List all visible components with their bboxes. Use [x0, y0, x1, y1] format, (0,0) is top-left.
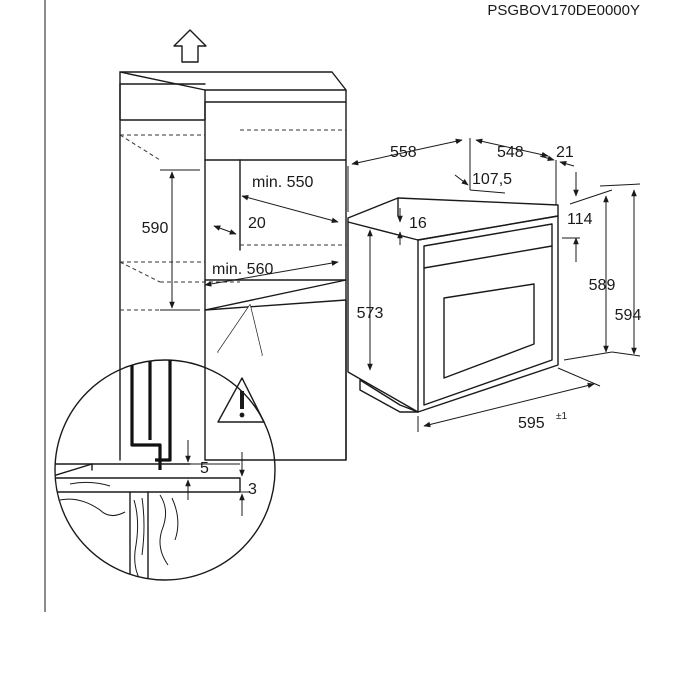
- detail-gap-label: 5: [200, 460, 209, 477]
- oven-width-tolerance: ±1: [556, 411, 567, 422]
- top-gap-label: 16: [409, 215, 427, 232]
- detail-callout: 5 3: [54, 304, 276, 581]
- body-height-label: 573: [357, 305, 384, 322]
- detail-offset-label: 3: [248, 481, 257, 498]
- cabinet-dimensions: 590 min. 550 20 min. 560: [142, 169, 339, 311]
- control-panel-height-label: 114: [567, 211, 593, 228]
- oven-height-total-label: 594: [615, 307, 642, 324]
- oven-dimensions: 558 548 21 107,5 16 114 573 589: [347, 138, 642, 432]
- model-code: PSGBOV170DE0000Y: [487, 2, 640, 19]
- cabinet-gap-label: 20: [248, 215, 266, 232]
- cabinet-min-width-label: min. 550: [252, 174, 313, 191]
- cabinet-height-label: 590: [142, 220, 169, 237]
- up-arrow-icon: [173, 29, 207, 63]
- oven-depth-total-label: 558: [390, 144, 417, 161]
- front-thickness-label: 21: [556, 144, 574, 161]
- cabinet-min-depth-label: min. 560: [212, 261, 273, 278]
- mount-offset-label: 107,5: [472, 171, 512, 188]
- oven-body-depth-label: 548: [497, 144, 524, 161]
- warning-triangle-icon: [217, 377, 265, 423]
- oven-height-inner-label: 589: [589, 277, 616, 294]
- oven-width-label: 595: [518, 415, 545, 432]
